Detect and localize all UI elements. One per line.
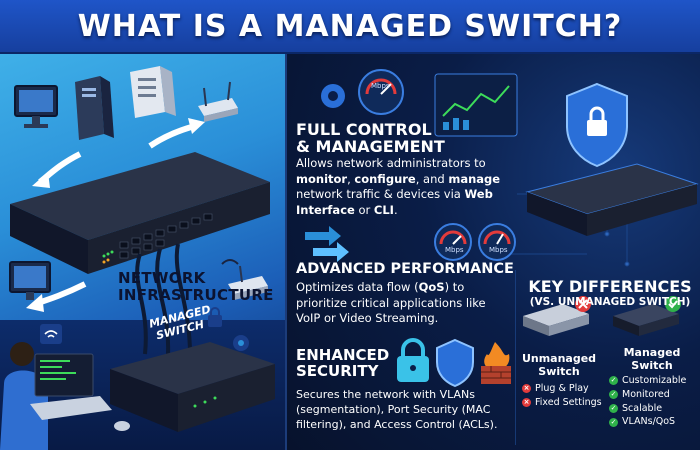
firewall-icon xyxy=(481,342,511,384)
check-icon: ✓ xyxy=(609,390,618,400)
feature-decorations xyxy=(305,69,699,445)
full-control-title-line1: FULL CONTROL xyxy=(296,120,432,139)
check-icon: ✓ xyxy=(609,417,618,427)
security-desc-line2: (segmentation), Port Security (MAC xyxy=(296,402,491,416)
managed-feature-item: ✓ Scalable xyxy=(609,402,686,416)
managed-feature-item: ✓ VLANs/QoS xyxy=(609,415,686,429)
secure-switch-illustration xyxy=(525,82,699,236)
bandwidth-gauge-icon xyxy=(478,223,516,261)
managed-switch-device-icon xyxy=(110,342,275,432)
full-control-desc-line4: Interface or CLI. xyxy=(296,203,521,219)
feature-text: Fixed Settings xyxy=(535,396,602,408)
full-control-title-line2: & MANAGEMENT xyxy=(296,136,445,156)
performance-desc-line2: prioritize critical applications like xyxy=(296,295,486,310)
page-title: WHAT IS A MANAGED SWITCH? xyxy=(77,8,623,44)
managed-label-line1: Managed xyxy=(623,346,681,359)
performance-desc-line3: VoIP or Video Streaming. xyxy=(296,311,439,326)
access-point-icon xyxy=(221,259,268,300)
security-desc-line1: Secures the network with VLANs xyxy=(296,388,475,401)
unmanaged-switch-icon xyxy=(523,296,591,336)
security-desc-line3: filtering), and Access Control (ACLs). xyxy=(296,417,498,431)
optimizes-text: Optimizes data flow ( xyxy=(296,280,419,294)
unmanaged-features-list: × Plug & Play × Fixed Settings xyxy=(522,382,602,410)
network-illustration xyxy=(0,66,275,450)
unmanaged-feature-item: × Plug & Play xyxy=(522,382,602,396)
network-switch-icon xyxy=(10,152,270,274)
enhanced-security-description: Secures the network with VLANs (segmenta… xyxy=(296,388,521,433)
security-title-line2: SECURITY xyxy=(296,361,379,380)
padlock-icon xyxy=(397,338,429,382)
key-differences-title: KEY DIFFERENCES xyxy=(528,277,692,296)
settings-gear-icon xyxy=(321,84,345,108)
full-control-desc-line3: network traffic & devices via Web xyxy=(296,187,521,203)
gauge-label-3: Mbps xyxy=(489,246,508,254)
wireless-router-icon xyxy=(198,81,238,122)
managed-feature-item: ✓ Customizable xyxy=(609,374,686,388)
qos-keyword: QoS xyxy=(418,280,445,294)
shield-icon xyxy=(436,338,474,388)
managed-feature-item: ✓ Monitored xyxy=(609,388,686,402)
gauge-label-2: Mbps xyxy=(445,246,464,254)
feature-text: Plug & Play xyxy=(535,383,589,394)
check-icon: ✓ xyxy=(609,376,618,386)
feature-text: Monitored xyxy=(622,388,670,400)
key-differences-subtitle: (VS. UNMANAGED SWITCH) xyxy=(529,296,691,308)
feature-text: VLANs/QoS xyxy=(622,416,676,428)
web-keyword: Web xyxy=(464,187,493,202)
managed-features-list: ✓ Customizable ✓ Monitored ✓ Scalable ✓ VLAN… xyxy=(609,374,686,429)
advanced-performance-title: ADVANCED PERFORMANCE xyxy=(296,261,514,277)
monitor-icon xyxy=(9,261,51,300)
rack-server-icon xyxy=(130,66,176,118)
network-infrastructure-label: NETWORK INFRASTRUCTURE xyxy=(118,269,274,305)
title-banner: WHAT IS A MANAGED SWITCH? xyxy=(0,0,700,54)
advanced-performance-description: Optimizes data flow (QoS) to prioritize … xyxy=(296,280,518,327)
full-control-description: Allows network administrators to monitor… xyxy=(296,156,521,218)
cli-keyword: CLI xyxy=(373,202,394,217)
desktop-monitor-icon xyxy=(14,85,58,128)
x-icon: × xyxy=(522,398,531,408)
or-sep: or xyxy=(354,202,374,217)
unmanaged-label-line1: Unmanaged xyxy=(521,352,597,365)
panel-divider xyxy=(285,54,287,450)
full-control-desc-line2: monitor, configure, and manage xyxy=(296,172,521,188)
security-title-line1: ENHANCED xyxy=(296,346,390,364)
server-tower-icon xyxy=(75,76,114,140)
manage-keyword: manage xyxy=(448,171,501,186)
period: . xyxy=(393,202,398,217)
full-control-title: FULL CONTROL & MANAGEMENT xyxy=(296,120,445,156)
feature-text: Customizable xyxy=(622,375,687,386)
gear-icon xyxy=(233,335,249,351)
network-label-line2: INFRASTRUCTURE xyxy=(118,286,274,305)
dashboard-chart-icon xyxy=(434,73,518,137)
administrator-icon xyxy=(0,342,130,450)
managed-switch-icon xyxy=(613,296,681,336)
x-icon: × xyxy=(522,384,531,394)
feature-text: Scalable xyxy=(622,402,663,414)
enhanced-security-title: ENHANCED SECURITY xyxy=(296,346,390,380)
lock-icon xyxy=(208,307,222,327)
throughput-gauge-icon xyxy=(434,223,472,261)
performance-arrows-icon xyxy=(305,226,349,262)
unmanaged-label-line2: Switch xyxy=(538,365,580,379)
unmanaged-switch-label: Unmanaged Switch xyxy=(516,352,602,378)
check-icon: ✓ xyxy=(609,403,618,413)
interface-keyword: Interface xyxy=(296,202,355,217)
network-label-line1: NETWORK xyxy=(118,269,206,287)
and-sep: , and xyxy=(415,171,449,186)
wifi-icon xyxy=(40,324,62,344)
comma-sep: , xyxy=(347,171,355,186)
full-control-desc-line1: Allows network administrators to xyxy=(296,156,486,170)
unmanaged-feature-item: × Fixed Settings xyxy=(522,396,602,410)
speed-gauge-icon xyxy=(358,69,404,115)
managed-label-line2: Switch xyxy=(631,359,673,373)
gauge-label-1: Mbps xyxy=(371,82,390,90)
performance-desc-line1: Optimizes data flow (QoS) to xyxy=(296,280,518,296)
managed-switch-label: Managed Switch xyxy=(608,346,696,372)
to-text: ) to xyxy=(444,280,465,294)
monitor-keyword: monitor xyxy=(296,171,348,186)
configure-keyword: configure xyxy=(354,171,416,186)
via-text: network traffic & devices via xyxy=(296,187,465,202)
